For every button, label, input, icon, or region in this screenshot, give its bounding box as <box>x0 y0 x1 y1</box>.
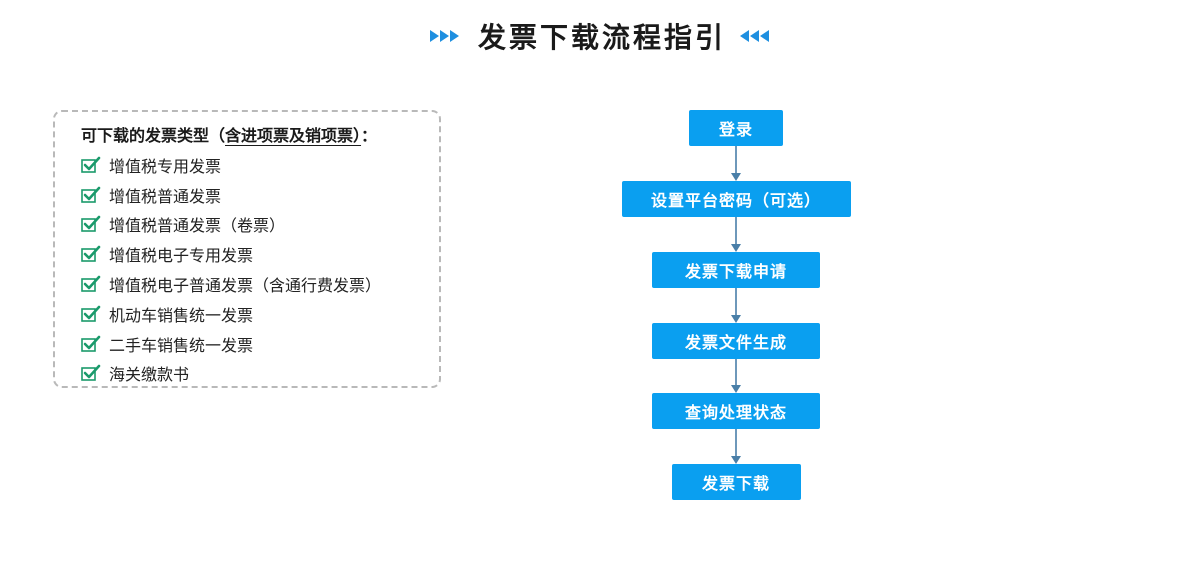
flow-arrow-head-icon <box>731 456 741 464</box>
invoice-type-label: 增值税电子专用发票 <box>109 246 254 266</box>
title-row: 发票下载流程指引 <box>0 14 1200 58</box>
checkbox-checked-icon <box>81 275 101 293</box>
invoice-type-label: 海关缴款书 <box>109 365 190 385</box>
invoice-type-item: 增值税电子普通发票（含通行费发票） <box>81 269 381 299</box>
flow-step-set-password: 设置平台密码（可选） <box>621 181 851 217</box>
flow-step-download-request: 发票下载申请 <box>652 252 820 288</box>
flow-step-download: 发票下载 <box>671 464 801 500</box>
invoice-type-label: 增值税普通发票（卷票） <box>109 216 286 236</box>
checkbox-checked-icon <box>81 305 101 323</box>
checkbox-checked-icon <box>81 245 101 263</box>
flow-arrow-head-icon <box>731 385 741 393</box>
invoice-types-box: 可下载的发票类型（含进项票及销项票）： 增值税专用发票增值税普通发票增值税普通发… <box>53 110 441 388</box>
invoice-type-item: 增值税普通发票（卷票） <box>81 210 381 240</box>
checkbox-checked-icon <box>81 335 101 353</box>
checkbox-checked-icon <box>81 364 101 382</box>
invoice-type-label: 二手车销售统一发票 <box>109 335 254 355</box>
checkbox-checked-icon <box>81 186 101 204</box>
invoice-type-item: 海关缴款书 <box>81 359 381 389</box>
flow-step-query-status: 查询处理状态 <box>652 393 820 429</box>
flow-step-login: 登录 <box>689 110 783 146</box>
invoice-type-item: 二手车销售统一发票 <box>81 329 381 359</box>
title-right-arrows-icon <box>740 26 770 46</box>
invoice-type-item: 增值税普通发票 <box>81 180 381 210</box>
invoice-type-label: 增值税普通发票 <box>109 186 222 206</box>
invoice-types-heading-underlined: 含进项票及销项票） <box>225 126 362 145</box>
invoice-type-item: 增值税专用发票 <box>81 150 381 180</box>
flow-arrow-head-icon <box>731 315 741 323</box>
flow-arrow-head-icon <box>731 244 741 252</box>
checkbox-checked-icon <box>81 215 101 233</box>
checkbox-checked-icon <box>81 156 101 174</box>
invoice-type-label: 增值税电子普通发票（含通行费发票） <box>109 276 382 296</box>
flow-arrow-head-icon <box>731 173 741 181</box>
invoice-type-label: 机动车销售统一发票 <box>109 305 254 325</box>
flow-step-file-generation: 发票文件生成 <box>652 323 820 359</box>
title-left-arrows-icon <box>429 26 460 46</box>
invoice-types-heading-suffix: ： <box>361 126 378 145</box>
invoice-types-list: 增值税专用发票增值税普通发票增值税普通发票（卷票） 增值税电子专用发票增值税电子普… <box>81 150 381 388</box>
invoice-type-item: 机动车销售统一发票 <box>81 299 381 329</box>
invoice-types-heading-prefix: 可下载的发票类型（ <box>81 126 226 145</box>
invoice-types-heading: 可下载的发票类型（含进项票及销项票）： <box>81 122 377 146</box>
page-title: 发票下载流程指引 <box>477 21 726 54</box>
invoice-type-label: 增值税专用发票 <box>109 156 222 176</box>
invoice-type-item: 增值税电子专用发票 <box>81 239 381 269</box>
